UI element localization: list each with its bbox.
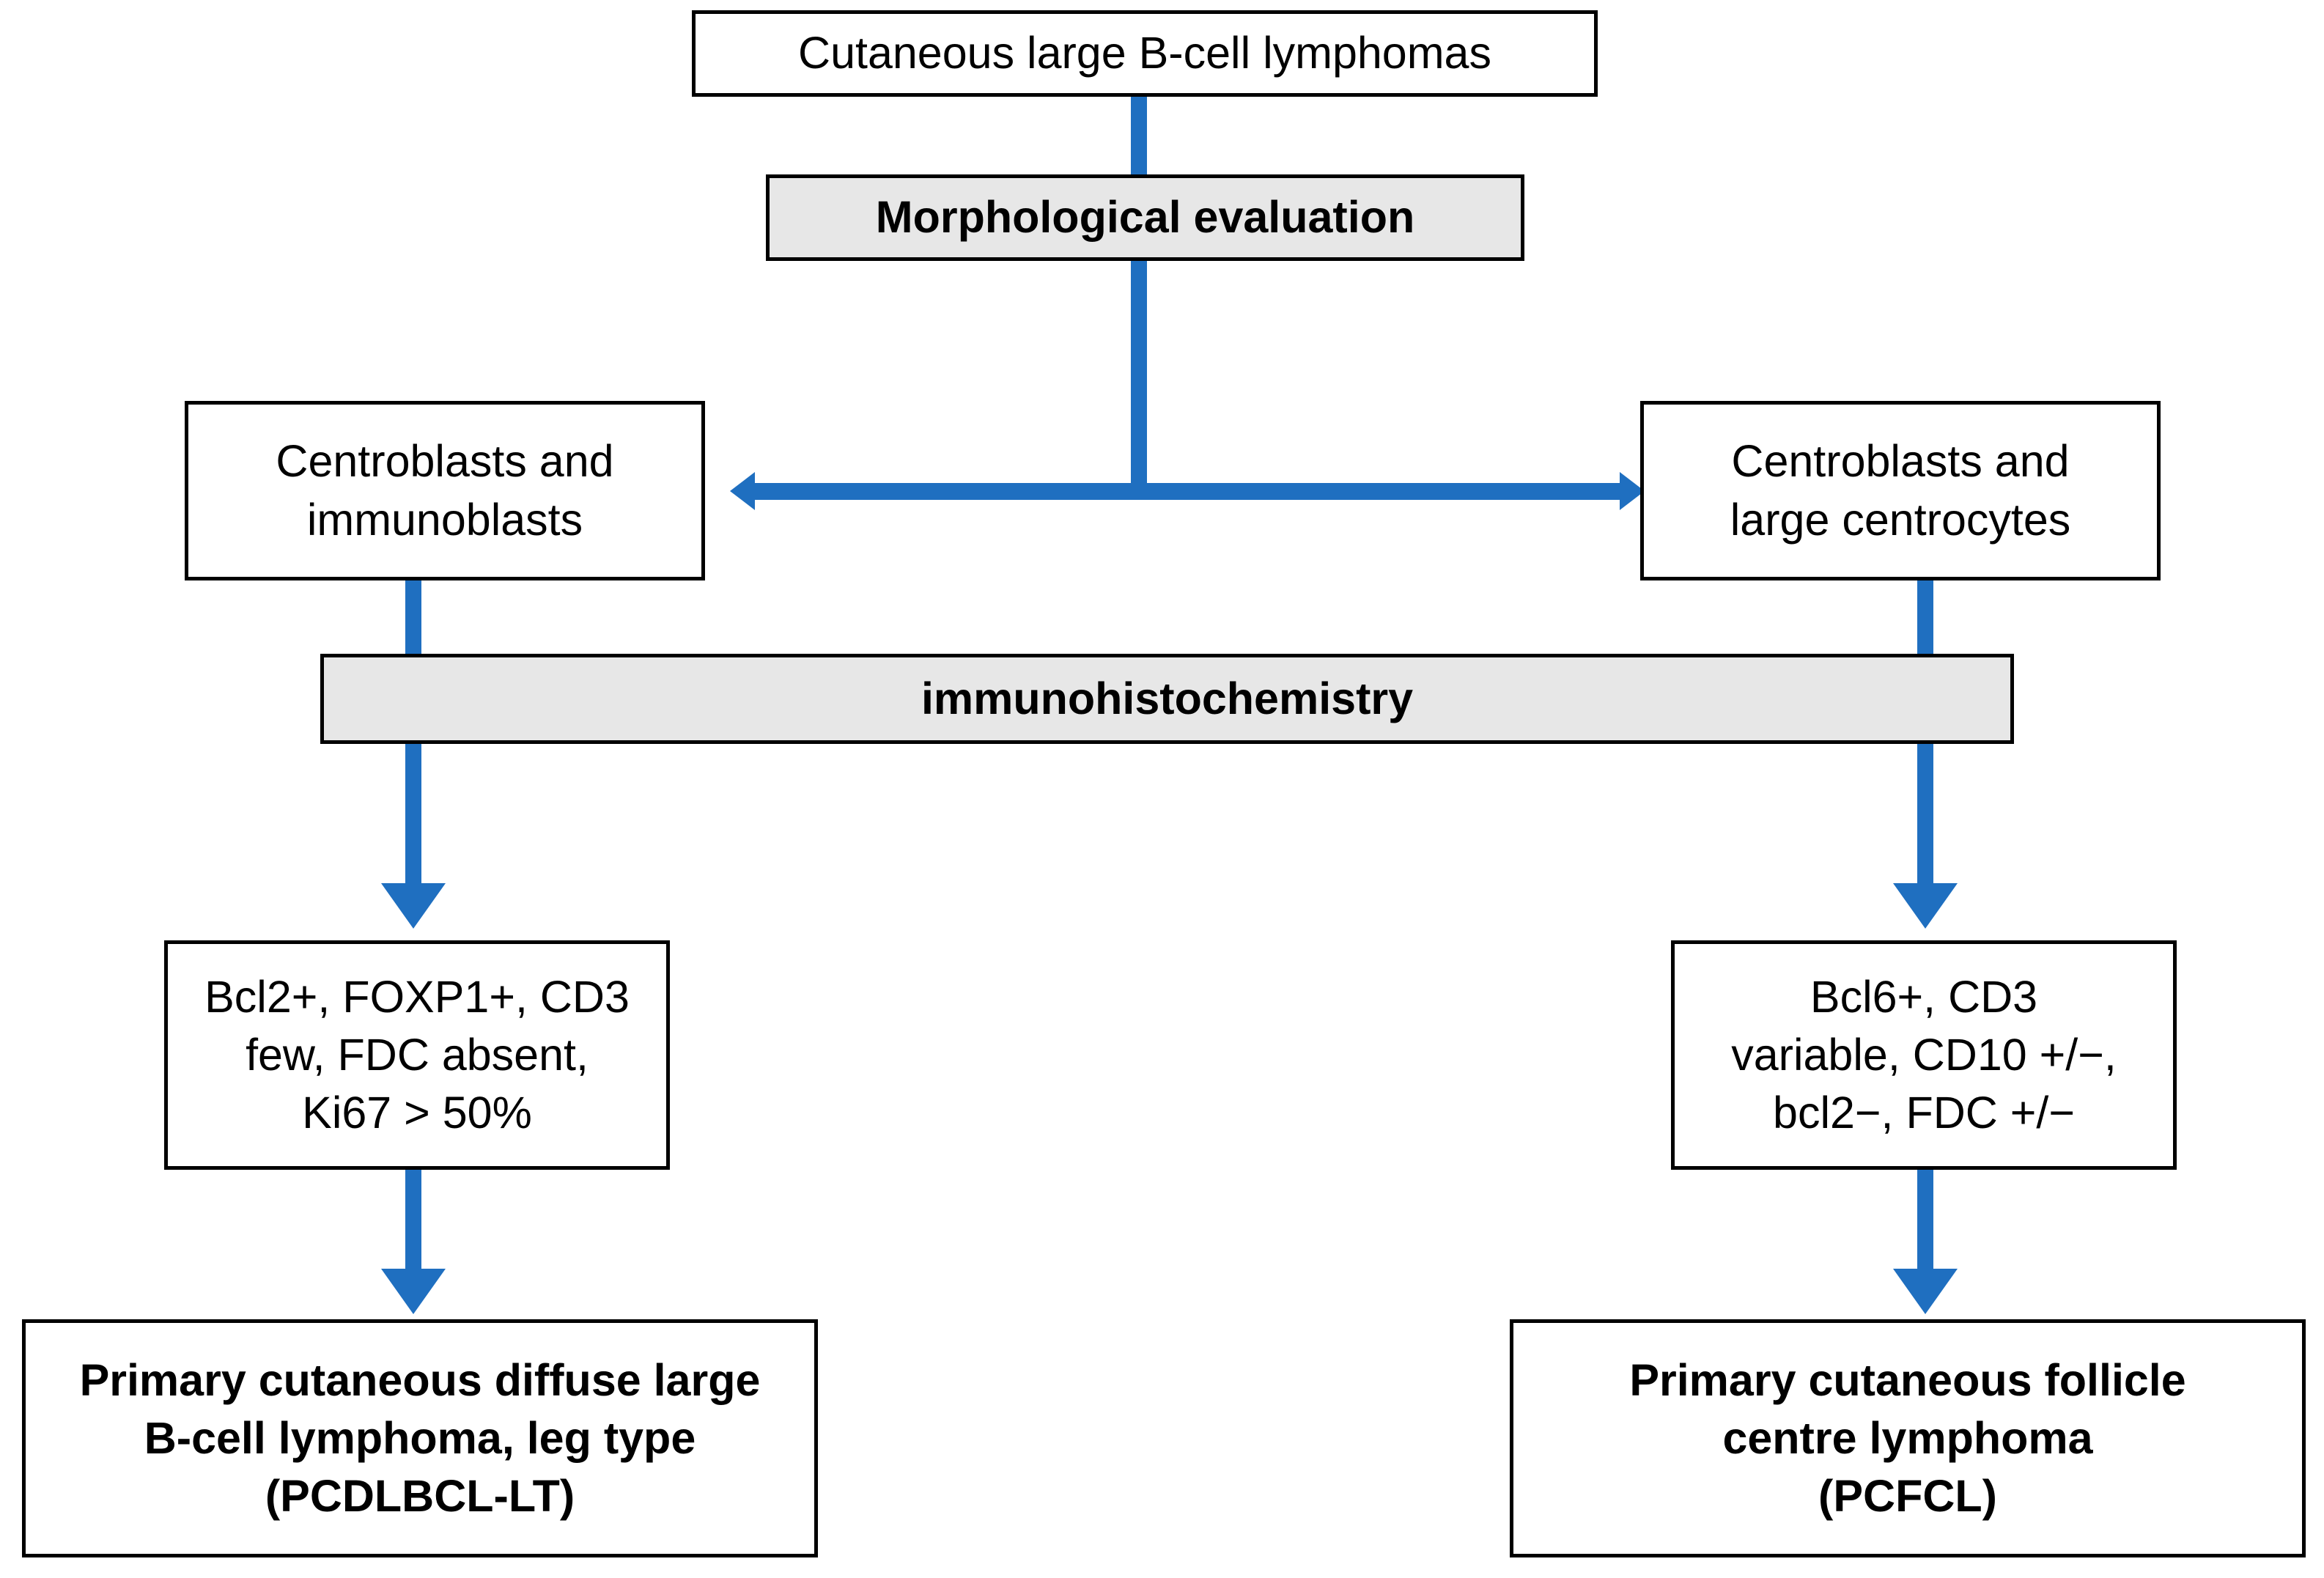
connector-split-arrowhead-left: [730, 472, 755, 510]
connector-phenotype-right-to-diagnosis-right-stem: [1917, 1170, 1933, 1277]
connector-split-bidirectional-bar: [755, 483, 1620, 500]
node-diagnosis-pcdlbcl-lt[interactable]: Primary cutaneous diffuse large B-cell l…: [22, 1319, 818, 1557]
connector-phenotype-right-to-diagnosis-right-arrowhead: [1893, 1269, 1958, 1314]
node-label: Primary cutaneous diffuse large B-cell l…: [79, 1354, 761, 1522]
node-diagnosis-pcfcl[interactable]: Primary cutaneous follicle centre lympho…: [1510, 1319, 2306, 1557]
connector-ihc-to-phenotype-right-arrowhead: [1893, 883, 1958, 929]
node-label: Bcl2+, FOXP1+, CD3 few, FDC absent, Ki67…: [204, 971, 630, 1138]
node-label: Morphological evaluation: [875, 192, 1415, 243]
node-morphological-evaluation[interactable]: Morphological evaluation: [766, 174, 1524, 261]
connector-phenotype-left-to-diagnosis-left-stem: [405, 1170, 421, 1277]
connector-branch-right-to-ihc: [1917, 580, 1933, 657]
node-label: immunohistochemistry: [921, 673, 1414, 723]
connector-ihc-to-phenotype-right-stem: [1917, 744, 1933, 892]
node-label: Centroblasts and large centrocytes: [1730, 436, 2071, 545]
connector-morphology-to-split: [1131, 261, 1147, 493]
node-phenotype-pcdlbcl-lt[interactable]: Bcl2+, FOXP1+, CD3 few, FDC absent, Ki67…: [164, 940, 670, 1170]
connector-ihc-to-phenotype-left-stem: [405, 744, 421, 892]
node-label: Bcl6+, CD3 variable, CD10 +/−, bcl2−, FD…: [1731, 971, 2117, 1138]
node-label: Primary cutaneous follicle centre lympho…: [1629, 1354, 2186, 1522]
node-label: Cutaneous large B-cell lymphomas: [798, 28, 1491, 78]
node-phenotype-pcfcl[interactable]: Bcl6+, CD3 variable, CD10 +/−, bcl2−, FD…: [1671, 940, 2177, 1170]
connector-branch-left-to-ihc: [405, 580, 421, 657]
connector-root-to-morphology: [1131, 97, 1147, 174]
node-label: Centroblasts and immunoblasts: [276, 436, 614, 545]
node-centroblasts-and-immunoblasts[interactable]: Centroblasts and immunoblasts: [185, 401, 705, 580]
node-centroblasts-and-large-centrocytes[interactable]: Centroblasts and large centrocytes: [1640, 401, 2161, 580]
connector-ihc-to-phenotype-left-arrowhead: [381, 883, 446, 929]
node-immunohistochemistry[interactable]: immunohistochemistry: [320, 654, 2014, 744]
connector-phenotype-left-to-diagnosis-left-arrowhead: [381, 1269, 446, 1314]
node-cutaneous-large-b-cell-lymphomas[interactable]: Cutaneous large B-cell lymphomas: [692, 10, 1598, 97]
